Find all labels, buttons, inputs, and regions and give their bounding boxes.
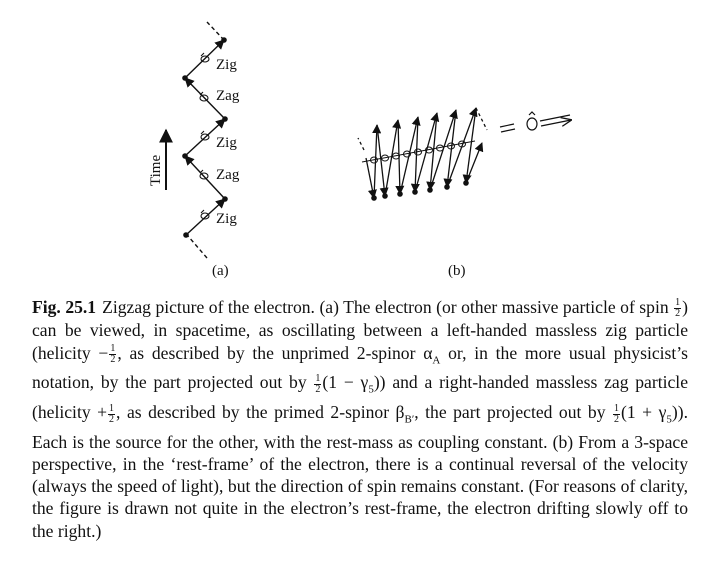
worldline-dashed-top xyxy=(206,21,225,41)
worldline-segment xyxy=(184,118,226,157)
velocity-arrow xyxy=(372,124,382,199)
spin-icon xyxy=(526,111,538,131)
vertex xyxy=(427,187,433,193)
spin-icons xyxy=(199,52,210,220)
velocity-arrow xyxy=(384,119,402,197)
caption-text: ) can be viewed, in spacetime, as oscill… xyxy=(32,297,688,363)
equals-line xyxy=(500,128,516,133)
vertex xyxy=(182,153,188,159)
spin-chain xyxy=(361,140,476,164)
time-axis: Time xyxy=(148,128,173,190)
worldline-dashed-bottom xyxy=(187,235,208,259)
vertex xyxy=(444,184,450,190)
vertex xyxy=(371,195,377,201)
caption-text: or, in the more usual physicist’s notati… xyxy=(32,342,688,393)
vertex xyxy=(183,232,189,238)
double-arrow-line xyxy=(539,114,571,122)
spin-icon xyxy=(199,91,209,102)
caption-text: , as described by the primed 2-spinor β xyxy=(116,402,405,423)
drift-dashed xyxy=(357,137,365,151)
spin-chain-line xyxy=(361,140,476,163)
drift-dashed xyxy=(475,107,488,131)
vertex xyxy=(463,180,469,186)
figure-number: Fig. 25.1 xyxy=(32,297,97,317)
spin-icon xyxy=(200,209,210,220)
vertices-b xyxy=(371,180,469,201)
velocity-arrow xyxy=(426,112,438,191)
velocity-arrow xyxy=(462,107,477,184)
label-zag: Zag xyxy=(216,167,240,183)
double-arrow-line xyxy=(540,120,571,126)
net-motion xyxy=(499,111,571,133)
worldline-segment xyxy=(185,198,226,236)
spin-icon xyxy=(199,169,209,180)
label-zag: Zag xyxy=(216,88,240,104)
panel-b: (b) xyxy=(357,107,571,279)
vertex xyxy=(412,189,418,195)
caption-text: )). Each is the source for the other, wi… xyxy=(32,402,688,541)
vertex xyxy=(397,191,403,197)
caption-text: )) and a right-handed massless zag parti… xyxy=(32,372,689,423)
velocity-arrow xyxy=(446,107,478,188)
worldline-segment xyxy=(184,77,226,120)
zigzag-worldline xyxy=(184,21,226,259)
vertex xyxy=(221,37,227,43)
zigzag-figure: Time Zig Zag xyxy=(148,21,721,279)
subscript: A xyxy=(432,354,441,367)
velocity-arrow xyxy=(465,142,484,184)
caption-text: , the part projected out by xyxy=(414,402,612,423)
subscript: B′ xyxy=(404,413,415,426)
vertex xyxy=(222,116,228,122)
caption-text: (1 + γ xyxy=(621,402,667,423)
panel-a-label: (a) xyxy=(212,263,229,279)
label-zig: Zig xyxy=(216,57,237,73)
subscript: 5 xyxy=(666,413,672,426)
caption-text: (1 − γ xyxy=(322,372,369,393)
caption-text: , as described by the unprimed 2-spinor … xyxy=(117,342,433,363)
worldline-segment xyxy=(184,155,226,200)
worldline-segment xyxy=(184,39,225,79)
velocity-arrow xyxy=(376,124,389,197)
vertex xyxy=(382,193,388,199)
vertex xyxy=(182,75,188,81)
panel-b-label: (b) xyxy=(448,263,466,279)
caption-text: Zigzag picture of the electron. (a) The … xyxy=(102,297,674,317)
vertices xyxy=(182,37,228,238)
spin-icon xyxy=(200,130,210,141)
time-label: Time xyxy=(148,155,164,186)
vertex xyxy=(222,196,228,202)
caption-body: Zigzag picture of the electron. (a) The … xyxy=(32,297,688,541)
velocity-arrow xyxy=(365,157,377,199)
label-zig: Zig xyxy=(216,135,237,151)
subscript: 5 xyxy=(368,383,374,396)
panel-a: Time Zig Zag xyxy=(148,21,240,279)
velocity-arrow xyxy=(399,116,421,195)
equals-line xyxy=(499,123,515,128)
spin-icon xyxy=(200,52,210,63)
label-zig: Zig xyxy=(216,211,237,227)
segment-labels: Zig Zag Zig Zag Zig xyxy=(216,57,240,227)
